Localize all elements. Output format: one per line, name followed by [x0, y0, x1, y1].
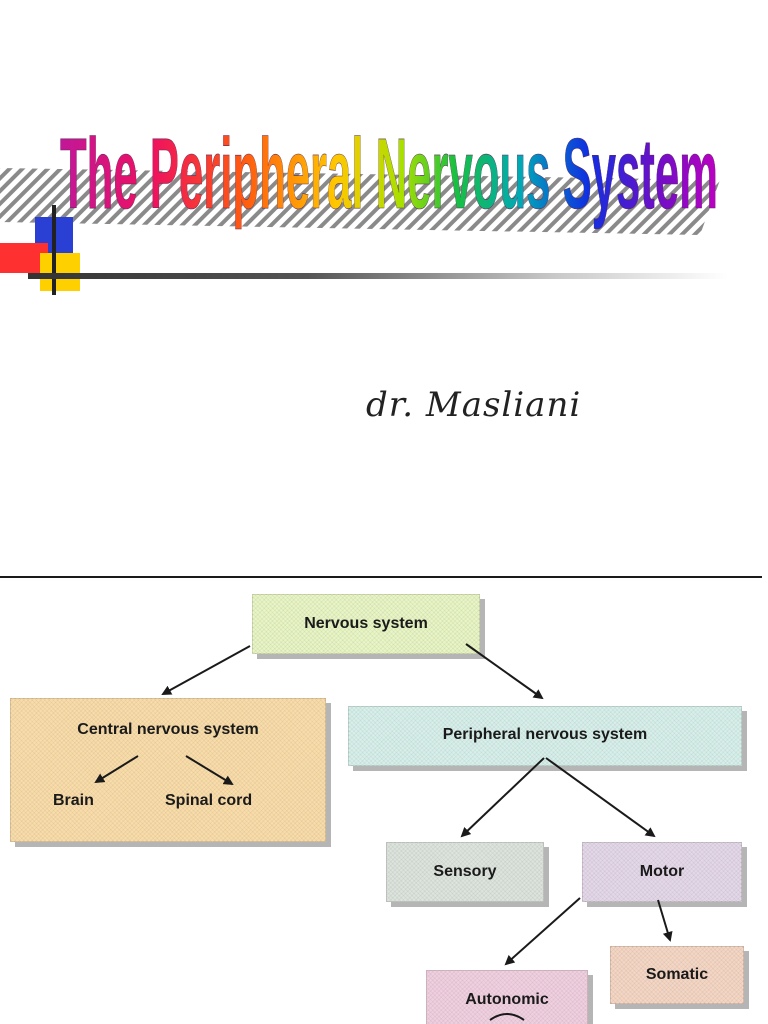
- arrow-cns-to-spinal: [185, 755, 234, 786]
- node-spinal-cord-label: Spinal cord: [165, 792, 253, 809]
- title-slide: The Peripheral Nervous System dr. Maslia…: [0, 117, 728, 425]
- diagram-slide: Nervous system Central nervous system Br…: [0, 578, 768, 1024]
- arrow-cns-to-brain: [94, 755, 139, 784]
- arrow-ns-to-pns: [465, 643, 544, 700]
- slide-title-text: The Peripheral Nervous System: [60, 118, 718, 230]
- arrow-pns-to-sensory: [460, 757, 545, 838]
- node-somatic-label: Somatic: [645, 966, 709, 983]
- node-autonomic-label: Autonomic: [465, 991, 549, 1008]
- title-shadow-band: [0, 168, 720, 235]
- corner-decoration: [0, 205, 80, 295]
- arrow-motor-to-somatic: [657, 899, 673, 942]
- diagram-arrows: [94, 643, 673, 1021]
- node-peripheral-label: Peripheral nervous system: [442, 726, 648, 743]
- title-underline: [28, 273, 728, 279]
- arrow-pns-to-motor: [545, 757, 656, 838]
- node-nervous-system-label: Nervous system: [304, 615, 428, 632]
- node-somatic: Somatic: [610, 946, 744, 1004]
- arrow-ns-to-cns: [161, 645, 251, 695]
- node-nervous-system: Nervous system: [252, 594, 480, 654]
- node-central-label: Central nervous system: [77, 721, 259, 738]
- author-name: dr. Masliani: [366, 385, 582, 425]
- node-central-nervous-system: Central nervous system: [10, 698, 326, 842]
- arrow-motor-to-autonomic: [504, 897, 581, 966]
- slide-title: The Peripheral Nervous System: [60, 118, 719, 231]
- arrow-autonomic-bottom: [489, 1013, 525, 1021]
- node-brain-label: Brain: [53, 792, 94, 809]
- slide-divider: [0, 576, 762, 578]
- node-motor: Motor: [582, 842, 742, 902]
- node-sensory: Sensory: [386, 842, 544, 902]
- node-sensory-label: Sensory: [433, 863, 497, 880]
- node-autonomic: Autonomic: [426, 970, 588, 1024]
- node-peripheral-nervous-system: Peripheral nervous system: [348, 706, 742, 766]
- node-motor-label: Motor: [639, 863, 685, 880]
